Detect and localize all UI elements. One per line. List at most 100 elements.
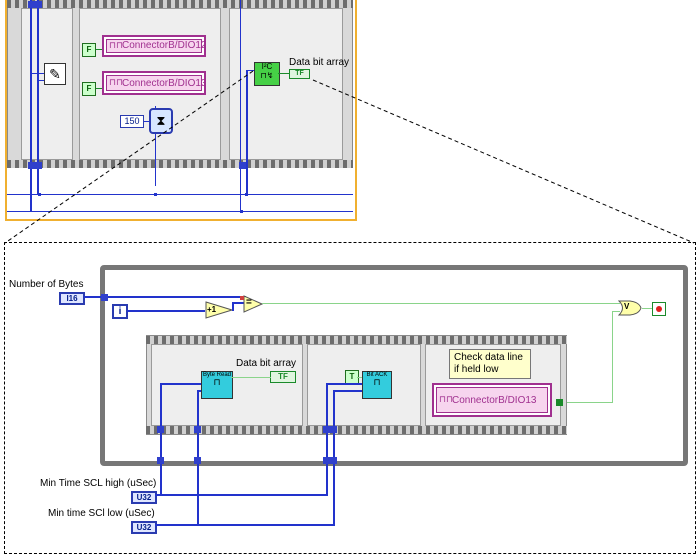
data-bit-array-label: Data bit array [236, 358, 297, 369]
wire [232, 302, 234, 311]
tunnel [157, 457, 164, 464]
waveform-icon: ⊓⊓ [109, 40, 124, 50]
wire [84, 296, 106, 298]
wire [246, 70, 248, 196]
tunnel [35, 1, 42, 8]
i2c-config-subvi[interactable]: ✎ [44, 63, 66, 85]
i2c-read-subvi[interactable]: I²C⊓↯ [254, 62, 280, 86]
tunnel [330, 426, 337, 433]
bit-ack-label: Bit ACK [366, 372, 388, 378]
bit-ack-subvi[interactable]: Bit ACK ⊓ [362, 371, 392, 399]
wire [642, 308, 652, 309]
iteration-terminal: i [112, 304, 128, 319]
tunnel [323, 426, 330, 433]
dio12-label: ConnectorB/DIO12 [122, 40, 207, 51]
tunnel [194, 426, 201, 433]
wire [612, 311, 613, 403]
wire [612, 311, 620, 312]
dio13-constant[interactable]: ⊓⊓ ConnectorB/DIO13 [102, 71, 207, 95]
equal-label: = [246, 297, 252, 308]
equal-function[interactable] [243, 295, 263, 313]
min-time-scl-high-label: Min Time SCL high (uSec) [40, 478, 157, 489]
data-bit-array-indicator[interactable]: TF [270, 371, 296, 383]
increment-function[interactable] [205, 301, 233, 319]
wire [7, 194, 353, 195]
dio13-label: ConnectorB/DIO13 [122, 78, 207, 89]
zoom-region [4, 242, 696, 554]
tunnel [239, 162, 246, 169]
junction-dot [38, 193, 41, 196]
wire [108, 296, 246, 298]
dot-marker [240, 296, 244, 300]
wire [30, 0, 32, 212]
dio13-zoom-constant[interactable]: ⊓⊓ ConnectorB/DIO13 [432, 383, 552, 417]
byte-read-label: Byte Read [202, 372, 232, 378]
wire [96, 88, 102, 89]
tunnel [194, 457, 201, 464]
note-line-2: if held low [454, 364, 499, 375]
number-of-bytes-control[interactable]: I16 [59, 292, 85, 305]
top-data-bit-array-label: Data bit array [289, 57, 350, 68]
min-time-scl-high-control[interactable]: U32 [131, 491, 157, 504]
or-label: V [624, 302, 630, 311]
wire [326, 383, 362, 385]
tunnel [28, 1, 35, 8]
tunnel [28, 162, 35, 169]
top-film-strip-top [7, 0, 353, 8]
wire [262, 303, 620, 304]
wire [127, 310, 205, 312]
tunnel [35, 162, 42, 169]
waveform-icon: I²C⊓↯ [260, 62, 274, 80]
hourglass-icon: ⧗ [156, 113, 166, 128]
stop-terminal [652, 302, 666, 316]
wire [30, 73, 45, 74]
wire [155, 494, 328, 496]
note-line-1: Check data line [454, 352, 523, 363]
wire [357, 377, 363, 378]
tunnel [330, 457, 337, 464]
wire [278, 73, 289, 74]
number-of-bytes-label: Number of Bytes [9, 279, 84, 290]
wire [37, 0, 39, 195]
t-const-label: T [349, 372, 355, 381]
tunnel [157, 426, 164, 433]
wire [326, 383, 328, 496]
wire [232, 302, 244, 304]
junction-dot [154, 193, 157, 196]
wire [155, 106, 156, 186]
wire [155, 524, 335, 526]
top-data-bit-array-indicator[interactable]: TF [289, 69, 310, 79]
top-diagram: ✎ F ⊓⊓ ConnectorB/DIO12 F ⊓⊓ ConnectorB/… [5, 0, 357, 221]
wire [96, 49, 102, 50]
waveform-icon: ⊓⊓ [439, 394, 454, 404]
wait-timer-subvi[interactable]: ⧗ [149, 108, 173, 134]
wire [333, 390, 362, 392]
stop-icon [656, 306, 662, 312]
wire [231, 377, 271, 378]
waveform-icon: ⊓ [213, 377, 221, 387]
wire [197, 390, 201, 392]
top-frame-3 [229, 8, 343, 160]
wire [37, 80, 45, 81]
junction-dot [245, 193, 248, 196]
wire [160, 383, 201, 385]
loop-tunnel [101, 294, 108, 301]
dio12-constant[interactable]: ⊓⊓ ConnectorB/DIO12 [102, 35, 207, 57]
wire [160, 383, 162, 496]
byte-read-subvi[interactable]: Byte Read ⊓ [201, 371, 233, 399]
or-function[interactable] [618, 300, 642, 316]
inner-film-strip-bottom [146, 426, 567, 434]
wire [246, 70, 256, 71]
top-film-strip-bottom [7, 160, 353, 168]
output-terminal [556, 399, 563, 406]
false-constant-1[interactable]: F [82, 43, 96, 57]
pencil-icon: ✎ [49, 66, 61, 82]
inner-film-strip-top [146, 336, 567, 344]
false-constant-2[interactable]: F [82, 82, 96, 96]
increment-label: +1 [207, 305, 217, 314]
min-time-scl-low-control[interactable]: U32 [131, 521, 157, 534]
wire [7, 211, 353, 212]
constant-150[interactable]: 150 [120, 115, 144, 128]
tunnel [323, 457, 330, 464]
